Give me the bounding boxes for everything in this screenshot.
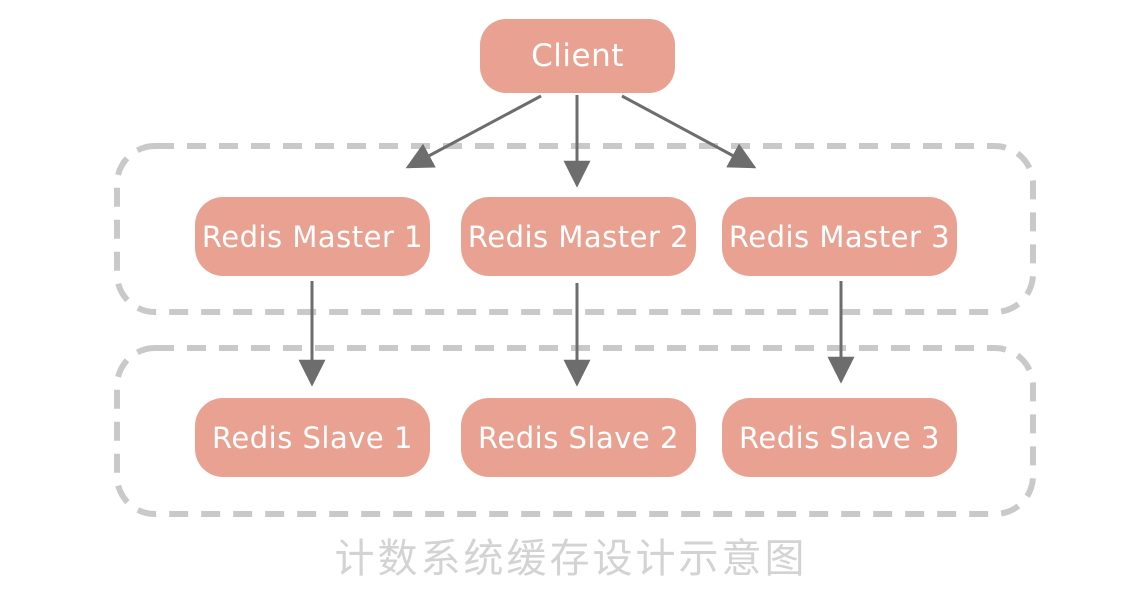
node-label: Redis Slave 2 [478,420,679,455]
master-cluster-boundary [114,143,1036,315]
diagram-caption: 计数系统缓存设计示意图 [334,536,808,582]
edge-client-to-master-1 [405,94,542,169]
node-redis-slave-1: Redis Slave 1 [195,398,430,477]
node-label: Redis Master 2 [467,219,690,254]
node-redis-slave-3: Redis Slave 3 [722,398,957,477]
node-redis-master-1: Redis Master 1 [195,197,430,276]
node-client: Client [480,19,675,93]
edge-client-to-master-3 [621,94,757,169]
node-label: Redis Master 3 [728,219,951,254]
node-label: Redis Master 1 [201,219,424,254]
node-label: Redis Slave 1 [212,420,413,455]
node-client-label: Client [531,38,624,74]
node-redis-master-2: Redis Master 2 [461,197,696,276]
node-label: Redis Slave 3 [739,420,940,455]
node-redis-master-3: Redis Master 3 [722,197,957,276]
slave-cluster-boundary [114,345,1036,517]
node-redis-slave-2: Redis Slave 2 [461,398,696,477]
